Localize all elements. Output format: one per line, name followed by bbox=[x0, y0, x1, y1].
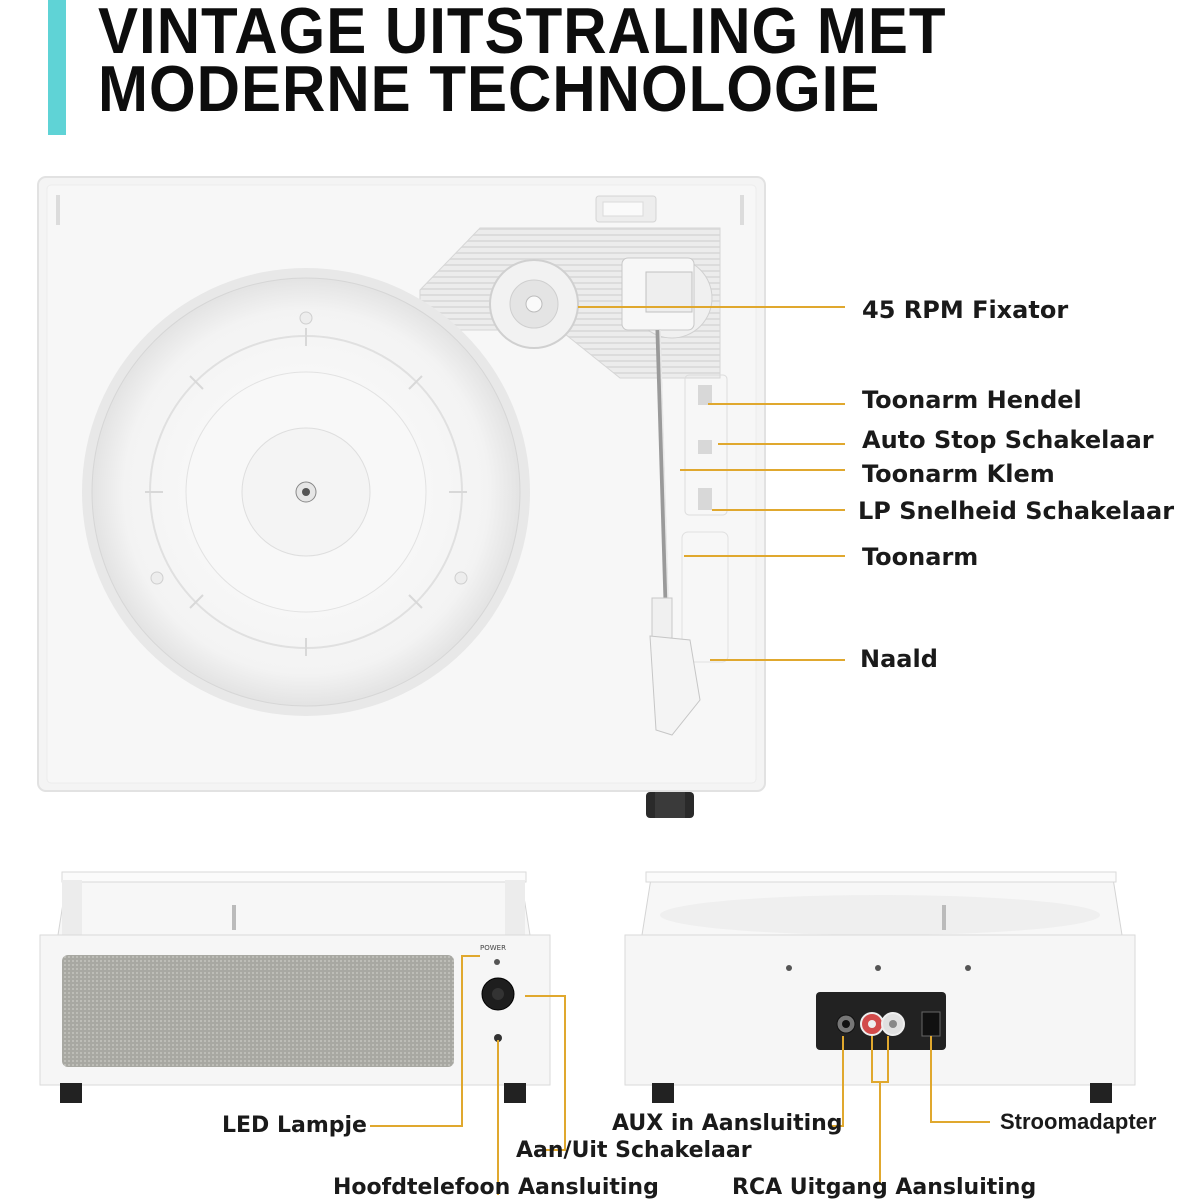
callout-aux-in-aansluiting: AUX in Aansluiting bbox=[612, 1111, 843, 1136]
callout-toonarm-klem: Toonarm Klem bbox=[862, 460, 1055, 488]
callout-hoofdtelefoon-aansluiting: Hoofdtelefoon Aansluiting bbox=[333, 1175, 659, 1200]
callout-rca-uitgang-aansluiting: RCA Uitgang Aansluiting bbox=[732, 1175, 1037, 1200]
accent-bar bbox=[48, 0, 66, 135]
top-view-turntable bbox=[37, 176, 766, 818]
power-text: POWER bbox=[480, 944, 506, 952]
callout-toonarm: Toonarm bbox=[862, 543, 979, 571]
back-view-turntable bbox=[624, 871, 1136, 1103]
callout-lines bbox=[370, 306, 990, 1195]
callout-stroomadapter: Stroomadapter bbox=[1000, 1109, 1157, 1134]
page-title: VINTAGE UITSTRALING MET MODERNE TECHNOLO… bbox=[98, 0, 1178, 121]
title-line-2: MODERNE TECHNOLOGIE bbox=[98, 52, 881, 125]
tonearm bbox=[621, 257, 713, 736]
callout-45rpm-fixator: 45 RPM Fixator bbox=[862, 296, 1069, 324]
title-line-1: VINTAGE UITSTRALING MET bbox=[98, 0, 947, 67]
callout-naald: Naald bbox=[860, 645, 938, 673]
callout-led-lampje: LED Lampje bbox=[222, 1113, 367, 1138]
callout-toonarm-hendel: Toonarm Hendel bbox=[862, 386, 1082, 414]
callout-auto-stop-schakelaar: Auto Stop Schakelaar bbox=[862, 426, 1154, 454]
callout-aan-uit-schakelaar: Aan/Uit Schakelaar bbox=[516, 1138, 752, 1163]
front-view-turntable bbox=[39, 871, 551, 1103]
callout-lp-snelheid-schakelaar: LP Snelheid Schakelaar bbox=[858, 497, 1175, 525]
